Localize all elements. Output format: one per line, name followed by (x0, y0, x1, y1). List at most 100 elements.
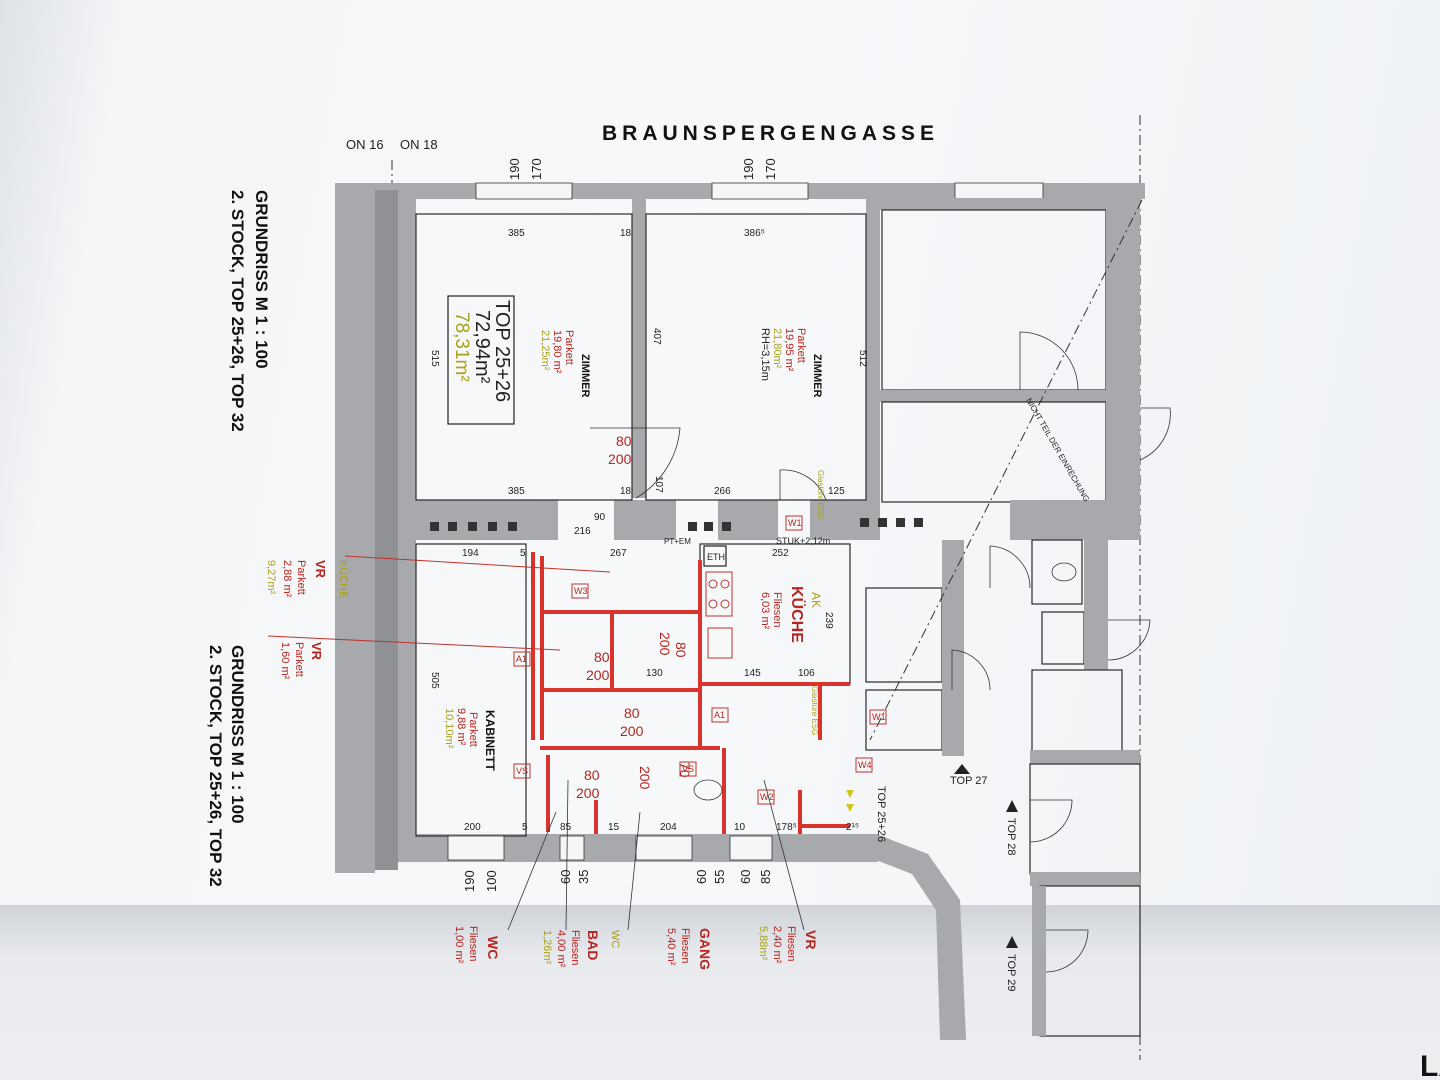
plan-title-line2-display: 2. STOCK, TOP 25+26, TOP 32 (228, 190, 247, 432)
note-pt: PT+EM (664, 537, 691, 546)
door-200-d: 200 (586, 667, 610, 683)
neighbour-room-5 (1031, 669, 1123, 753)
neighbour-shaft (1031, 539, 1083, 605)
zimmer1-area: 19,80 m² (551, 330, 563, 374)
code-a1: A1 (714, 710, 725, 720)
label-vr2-area: 1,60 m² (279, 642, 291, 680)
leader-vr1 (344, 555, 611, 573)
arrow-top28 (1006, 800, 1018, 812)
dim-bot-85: 85 (758, 870, 773, 884)
label-vr-area: 2,40 m² (771, 926, 783, 964)
dim-5a: 5 (520, 548, 526, 559)
label-kueche-left: KÜCHE (337, 560, 349, 599)
dim-216: 216 (574, 526, 591, 537)
grid-ref-16: ON 16 (346, 137, 384, 152)
dim-bot-55: 55 (712, 870, 727, 884)
neighbour-wall-right (1106, 198, 1140, 508)
neighbour-room-2 (881, 401, 1107, 503)
code-w1b: W1 (872, 712, 886, 722)
dim-top-170-b: 170 (763, 158, 778, 180)
zimmer2-name: ZIMMER (811, 354, 823, 397)
door-200-e: 200 (657, 632, 673, 656)
zimmer1-area2: 21,25m² (539, 330, 551, 371)
neighbour-shaft-2 (1041, 611, 1085, 665)
window-top-3 (954, 182, 1044, 200)
dim-kab-5: 5 (522, 822, 528, 833)
dim-r2-bot-a: 266 (714, 486, 731, 497)
zimmer2-area2: 21,80m² (771, 328, 783, 369)
code-w2-box (757, 789, 775, 805)
neighbour-wall-mid (870, 390, 1110, 402)
code-vs: VS (516, 766, 528, 776)
door-80-b: 80 (624, 705, 640, 721)
zimmer2-note: RH=3,15m (759, 328, 771, 381)
window-bottom-1 (447, 835, 505, 861)
code-w4-box (855, 757, 873, 773)
dim-kab-85: 85 (560, 822, 572, 833)
kueche-floor: Fliesen (771, 592, 783, 627)
kueche-area: 6,03 m² (759, 592, 771, 630)
dim-kab-204: 204 (660, 822, 677, 833)
dim-kab-215: 2¹⁵ (846, 822, 859, 833)
door-80-a: 80 (616, 433, 632, 449)
label-bad-floor: Fliesen (569, 930, 581, 965)
code-w3-box (571, 583, 589, 599)
window-bottom-3 (635, 835, 693, 861)
kueche-name: KÜCHE (788, 586, 807, 643)
dim-bot-190: 190 (462, 870, 477, 892)
neighbour-wall-f (1032, 886, 1046, 1036)
kabinett-area: 9,88 m² (455, 708, 467, 746)
stove-burner-4 (720, 599, 730, 609)
label-wc-floor: Fliesen (467, 926, 479, 961)
neighbour-wall-e (1030, 872, 1140, 886)
neighbour-room-1 (881, 209, 1107, 391)
label-bad-area: 4,00 m² (555, 930, 567, 968)
door-200-f: 200 (637, 766, 653, 790)
label-vr2-floor: Parkett (293, 642, 305, 677)
apartment-area1: 72,94m² (471, 310, 493, 384)
code-vs-box (513, 763, 531, 779)
dim-r1-top: 385 (508, 228, 525, 239)
marker-triangle-1 (846, 790, 854, 798)
label-gang-area: 5,40 m² (665, 928, 677, 966)
stove-burner-2 (720, 579, 730, 589)
note-nicht-teil: NICHT TEIL DER EINRECHUNG (1024, 397, 1091, 504)
code-vs2-box (679, 761, 697, 777)
dim-106: 106 (798, 668, 815, 679)
dim-top-170-a: 170 (529, 158, 544, 180)
apartment-name: TOP 25+26 (491, 300, 513, 402)
neighbour-room-3 (865, 587, 943, 683)
code-w1-box (785, 515, 803, 531)
dim-kab-178: 178⁵ (776, 822, 797, 833)
zimmer2-area: 19,95 m² (783, 328, 795, 372)
kabinett-area2: 10,10m² (443, 708, 455, 749)
plan-title-line1: GRUNDRISS M 1 : 100 (228, 645, 247, 824)
zimmer1-floor: Parkett (563, 330, 575, 365)
dim-r1-bot: 385 (508, 486, 525, 497)
code-a1b-box (513, 651, 531, 667)
marker-triangle-2 (846, 804, 854, 812)
neighbour-top29: TOP 29 (1005, 954, 1017, 992)
dim-bot-35: 35 (576, 870, 591, 884)
dim-252: 252 (772, 548, 789, 559)
wall-between-rooms (632, 198, 646, 498)
leader-bad (565, 779, 569, 931)
door-70: 70 (677, 762, 693, 778)
dim-r2-bot-b: 125 (828, 486, 845, 497)
dim-kab-200: 200 (464, 822, 481, 833)
dim-bot-60-c: 60 (738, 870, 753, 884)
code-w1: W1 (788, 518, 802, 528)
label-vr1-area2: 9,27m² (265, 560, 277, 595)
code-a1b: A1 (516, 654, 527, 664)
apartment-area2: 78,31m² (451, 312, 472, 382)
page-fold (0, 905, 1440, 1080)
wall-mid-center (614, 500, 676, 540)
kabinett-name: KABINETT (483, 710, 497, 771)
dim-r1-bot-r: 18 (620, 486, 632, 497)
door-200-a: 200 (608, 451, 632, 467)
wall-right-rooms (866, 198, 880, 538)
plan-title-line2: 2. STOCK, TOP 25+26, TOP 32 (206, 645, 225, 887)
label-vr-area2: 5,88m² (757, 926, 769, 961)
code-w1b-box (869, 709, 887, 725)
